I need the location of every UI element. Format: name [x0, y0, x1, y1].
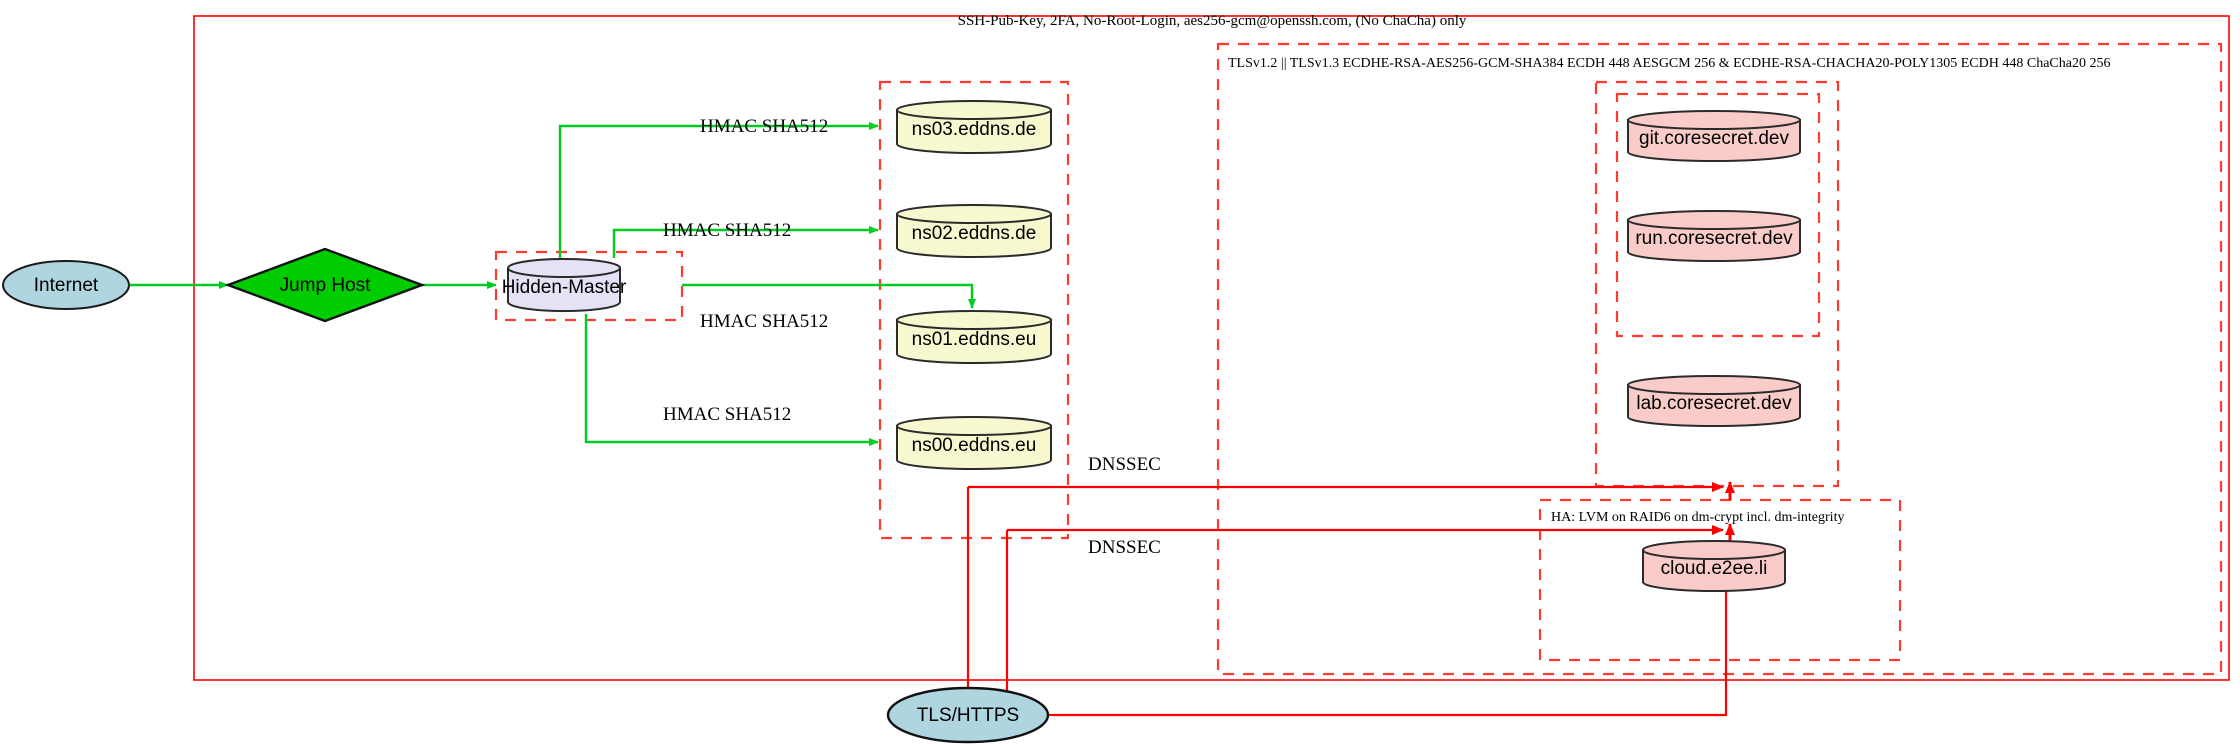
- node-internet[interactable]: Internet: [2, 260, 130, 310]
- run-label: run.coresecret.dev: [1635, 228, 1793, 249]
- ha-cluster-label: HA: LVM on RAID6 on dm-crypt incl. dm-in…: [1551, 510, 1844, 525]
- node-tls-https[interactable]: TLS/HTTPS: [886, 686, 1050, 744]
- ns-cluster-box: [878, 80, 1070, 540]
- ns03-label: ns03.eddns.de: [912, 119, 1037, 140]
- git-top: [1627, 110, 1801, 130]
- ns00-label: ns00.eddns.eu: [912, 435, 1037, 456]
- ha-cluster-box: [1538, 498, 1902, 662]
- cloud-body: [1642, 549, 1786, 592]
- edge-label-dnssec-lower: DNSSEC: [1088, 537, 1161, 558]
- tls-https-label: TLS/HTTPS: [917, 705, 1019, 726]
- ns02-label: ns02.eddns.de: [912, 223, 1037, 244]
- node-run-coresecret[interactable]: run.coresecret.dev: [1627, 210, 1801, 262]
- hidden-master-label: Hidden-Master: [502, 277, 627, 298]
- node-lab-coresecret[interactable]: lab.coresecret.dev: [1627, 375, 1801, 427]
- node-ns00[interactable]: ns00.eddns.eu: [896, 416, 1052, 470]
- ns02-top: [896, 204, 1052, 224]
- hidden-master-body: [507, 267, 621, 312]
- ns01-top: [896, 310, 1052, 330]
- hidden-master-top: [507, 258, 621, 278]
- run-top: [1627, 210, 1801, 230]
- tls-https-shape: [886, 686, 1050, 744]
- ns00-top: [896, 416, 1052, 436]
- ns00-body: [896, 425, 1052, 470]
- jump-host-label: Jump Host: [280, 275, 372, 296]
- ssh-boundary-label: SSH-Pub-Key, 2FA, No-Root-Login, aes256-…: [958, 13, 1467, 29]
- node-jump-host[interactable]: Jump Host: [224, 247, 426, 323]
- ns02-body: [896, 213, 1052, 258]
- node-ns02[interactable]: ns02.eddns.de: [896, 204, 1052, 258]
- edge-label-hmac-ns03: HMAC SHA512: [700, 116, 828, 137]
- edge-hiddenmaster-ns03: [558, 122, 879, 258]
- ns03-top: [896, 100, 1052, 120]
- run-body: [1627, 219, 1801, 262]
- node-ns03[interactable]: ns03.eddns.de: [896, 100, 1052, 154]
- ns03-body: [896, 109, 1052, 154]
- jump-host-shape: [224, 247, 426, 323]
- edge-label-hmac-ns01: HMAC SHA512: [700, 311, 828, 332]
- internet-label: Internet: [34, 275, 99, 296]
- git-run-subcluster-box: [1615, 92, 1821, 338]
- git-label: git.coresecret.dev: [1639, 128, 1789, 149]
- edge-hiddenmaster-ns02: [612, 226, 879, 258]
- node-cloud-e2ee[interactable]: cloud.e2ee.li: [1642, 540, 1786, 592]
- edge-label-hmac-ns02: HMAC SHA512: [663, 220, 791, 241]
- git-body: [1627, 119, 1801, 162]
- ns01-label: ns01.eddns.eu: [912, 329, 1037, 350]
- edge-label-hmac-ns00: HMAC SHA512: [663, 404, 791, 425]
- edge-label-dnssec-upper: DNSSEC: [1088, 454, 1161, 475]
- edge-hiddenmaster-ns00: [584, 314, 879, 446]
- tls-cluster-label: TLSv1.2 || TLSv1.3 ECDHE-RSA-AES256-GCM-…: [1228, 56, 2110, 71]
- internet-shape: [2, 260, 130, 310]
- node-ns01[interactable]: ns01.eddns.eu: [896, 310, 1052, 364]
- lab-body: [1627, 384, 1801, 427]
- tls-cluster-box: [1216, 42, 2223, 676]
- lab-label: lab.coresecret.dev: [1636, 393, 1792, 414]
- lab-top: [1627, 375, 1801, 395]
- node-git-coresecret[interactable]: git.coresecret.dev: [1627, 110, 1801, 162]
- cloud-label: cloud.e2ee.li: [1661, 558, 1768, 579]
- ssh-boundary-box: [193, 15, 2230, 681]
- node-hidden-master[interactable]: Hidden-Master: [502, 258, 627, 312]
- cloud-top: [1642, 540, 1786, 560]
- edge-hiddenmaster-ns01: [682, 283, 976, 309]
- ns01-body: [896, 319, 1052, 364]
- edge-tlshttps-right: [1048, 562, 1728, 717]
